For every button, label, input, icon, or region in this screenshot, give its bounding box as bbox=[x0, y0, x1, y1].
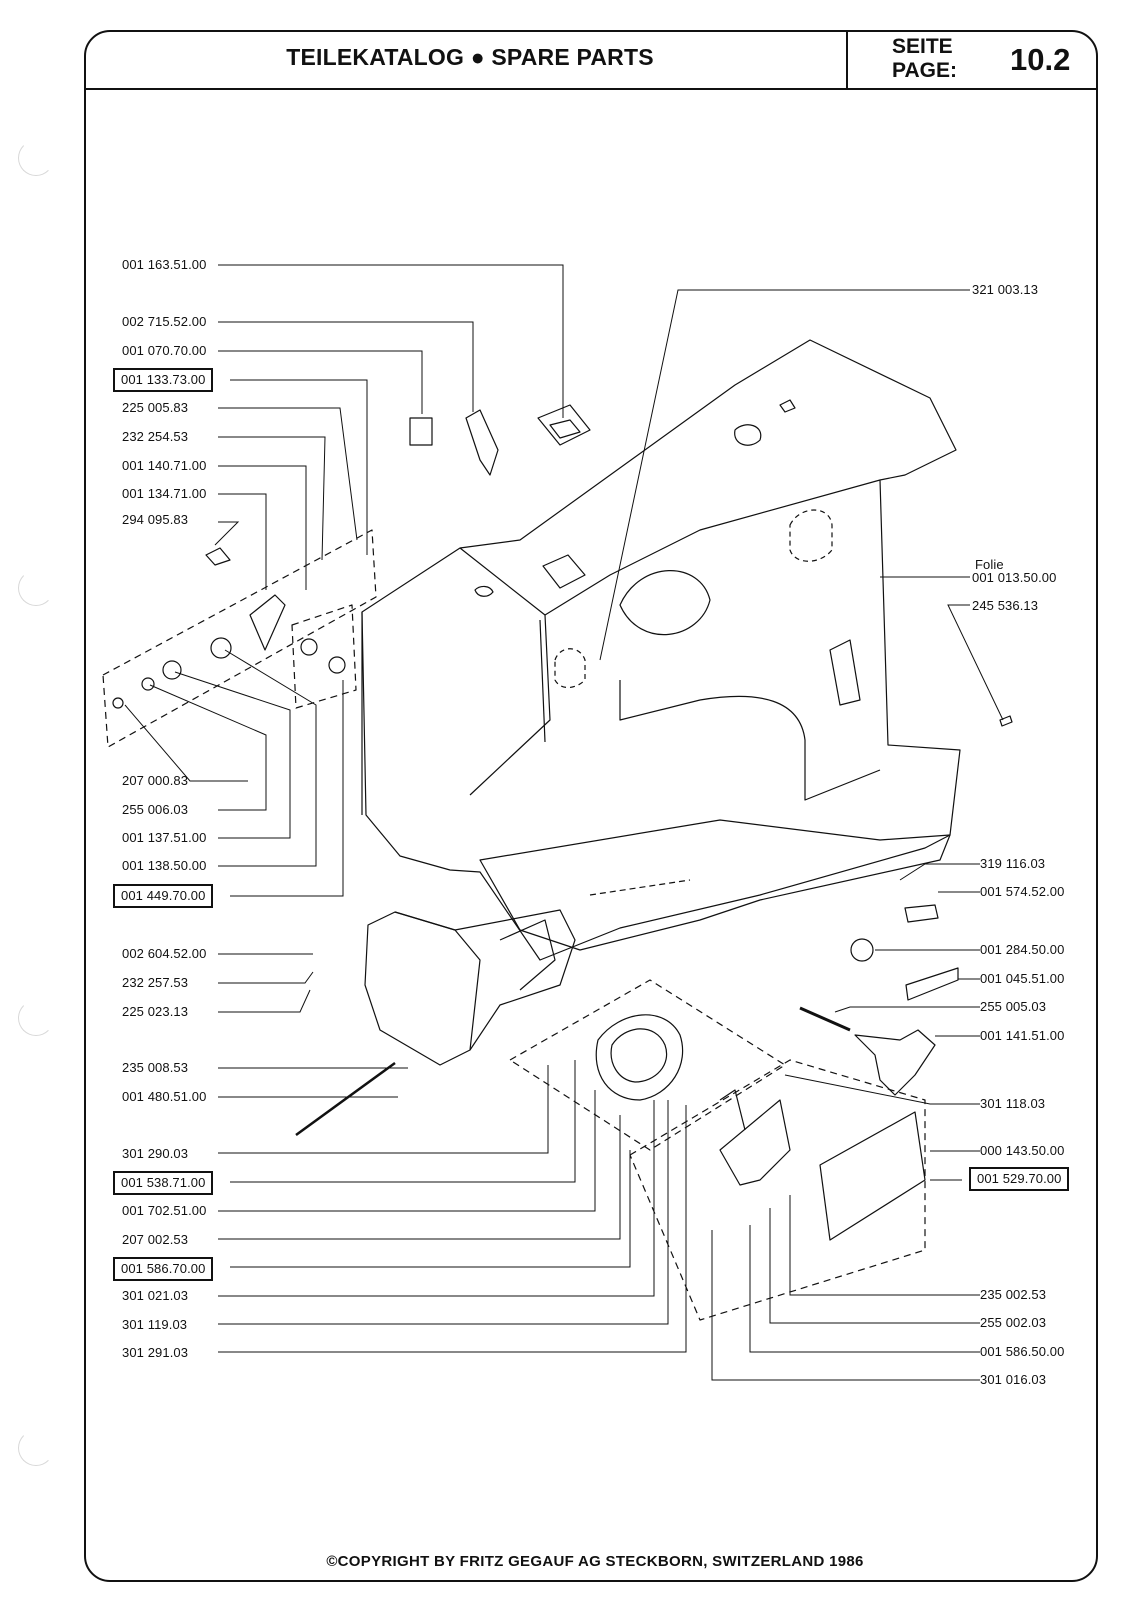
part-number: 001 574.52.00 bbox=[980, 884, 1065, 899]
part-number: 301 016.03 bbox=[980, 1372, 1047, 1387]
part-number: 235 002.53 bbox=[980, 1287, 1047, 1302]
binder-hole bbox=[18, 570, 54, 606]
part-number-highlighted: 001 586.70.00 bbox=[113, 1257, 214, 1281]
part-number: 319 116.03 bbox=[980, 856, 1046, 871]
part-number: 301 290.03 bbox=[122, 1146, 189, 1161]
page-label-de: SEITE bbox=[892, 35, 953, 58]
part-number: 207 000.83 bbox=[122, 773, 189, 788]
part-number: 225 023.13 bbox=[122, 1004, 189, 1019]
part-number: 001 134.71.00 bbox=[122, 486, 207, 501]
part-number: 001 070.70.00 bbox=[122, 343, 207, 358]
part-number-highlighted: 001 449.70.00 bbox=[113, 884, 214, 908]
stand-bracket bbox=[719, 1099, 791, 1186]
part-number-highlighted: 001 133.73.00 bbox=[113, 368, 214, 392]
front-cover bbox=[364, 911, 481, 1066]
binder-hole bbox=[18, 1430, 54, 1466]
part-number: 235 008.53 bbox=[122, 1060, 189, 1075]
part-number: 001 137.51.00 bbox=[122, 830, 207, 845]
part-number: 321 003.13 bbox=[972, 282, 1039, 297]
part-number: 001 140.71.00 bbox=[122, 458, 207, 473]
part-number: 001 284.50.00 bbox=[980, 942, 1065, 957]
part-number: 000 143.50.00 bbox=[980, 1143, 1065, 1158]
header-divider bbox=[846, 30, 848, 89]
part-number: 001 141.51.00 bbox=[980, 1028, 1065, 1043]
copyright-footer: ©COPYRIGHT BY FRITZ GEGAUF AG STECKBORN,… bbox=[326, 1553, 864, 1570]
part-number: 225 005.83 bbox=[122, 400, 189, 415]
part-number: 245 536.13 bbox=[972, 598, 1039, 613]
base-plate bbox=[479, 819, 951, 951]
part-number: 001 045.51.00 bbox=[980, 971, 1065, 986]
part-number: 001 163.51.00 bbox=[122, 257, 207, 272]
part-number: 294 095.83 bbox=[122, 512, 189, 527]
part-number: 001 586.50.00 bbox=[980, 1344, 1065, 1359]
page-number: 10.2 bbox=[1010, 42, 1071, 77]
part-number: 301 021.03 bbox=[122, 1288, 189, 1303]
part-number: 001 013.50.00 bbox=[972, 570, 1057, 585]
slide-plate bbox=[819, 1111, 926, 1241]
housing-shell bbox=[361, 339, 961, 961]
part-number: 255 002.03 bbox=[980, 1315, 1047, 1330]
part-number: 001 480.51.00 bbox=[122, 1089, 207, 1104]
binder-hole bbox=[18, 140, 54, 176]
part-number: 232 257.53 bbox=[122, 975, 189, 990]
part-note-folie: Folie bbox=[975, 557, 1004, 572]
part-number: 002 715.52.00 bbox=[122, 314, 207, 329]
part-number: 255 005.03 bbox=[980, 999, 1047, 1014]
part-number: 001 702.51.00 bbox=[122, 1203, 207, 1218]
page-label-en: PAGE: bbox=[892, 59, 957, 82]
needle-rod bbox=[295, 1061, 396, 1137]
part-number: 001 138.50.00 bbox=[122, 858, 207, 873]
part-number: 255 006.03 bbox=[122, 802, 189, 817]
part-number-highlighted: 001 529.70.00 bbox=[969, 1167, 1070, 1191]
binder-hole bbox=[18, 1000, 54, 1036]
part-number-highlighted: 001 538.71.00 bbox=[113, 1171, 214, 1195]
part-number: 301 119.03 bbox=[122, 1317, 188, 1332]
part-number: 301 118.03 bbox=[980, 1096, 1046, 1111]
header-rule bbox=[84, 88, 1098, 90]
part-number: 002 604.52.00 bbox=[122, 946, 207, 961]
release-lever bbox=[854, 1029, 936, 1096]
page-frame bbox=[84, 30, 1098, 1582]
part-number: 207 002.53 bbox=[122, 1232, 189, 1247]
catalog-title: TEILEKATALOG ● SPARE PARTS bbox=[286, 44, 654, 70]
bobbin-cover bbox=[595, 1014, 684, 1101]
part-number: 232 254.53 bbox=[122, 429, 189, 444]
part-number: 301 291.03 bbox=[122, 1345, 189, 1360]
